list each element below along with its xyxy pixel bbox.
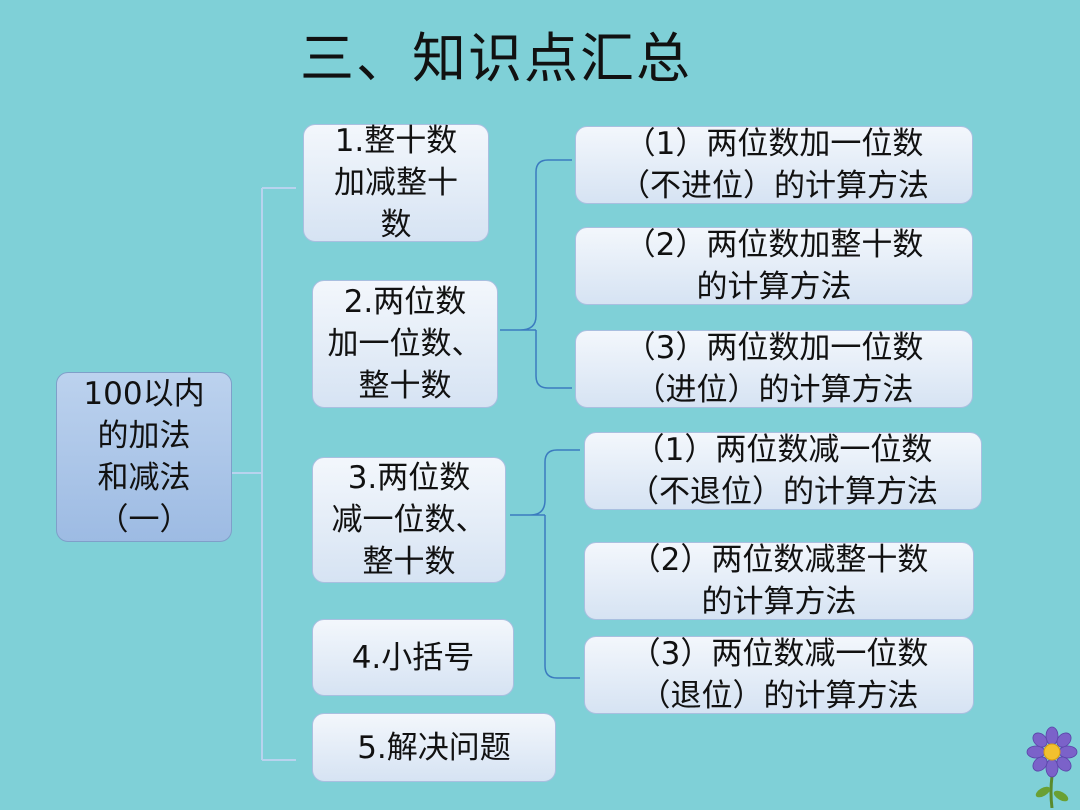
topic-node-5: 5.解决问题 bbox=[312, 713, 556, 782]
subtraction-method-3: （3）两位数减一位数 （退位）的计算方法 bbox=[584, 636, 974, 714]
root-connector bbox=[232, 187, 296, 761]
topic-node-2: 2.两位数 加一位数、 整十数 bbox=[312, 280, 498, 408]
subtraction-bracket bbox=[510, 449, 580, 679]
page-title: 三、知识点汇总 bbox=[300, 27, 692, 90]
addition-bracket bbox=[500, 159, 572, 389]
subtraction-method-2: （2）两位数减整十数 的计算方法 bbox=[584, 542, 974, 620]
flower-icon bbox=[1026, 726, 1078, 808]
root-node: 100以内 的加法 和减法 （一） bbox=[56, 372, 232, 542]
topic-node-1: 1.整十数 加减整十 数 bbox=[303, 123, 489, 243]
addition-method-1: （1）两位数加一位数 （不进位）的计算方法 bbox=[575, 126, 973, 204]
topic-node-4: 4.小括号 bbox=[312, 619, 514, 696]
addition-method-2: （2）两位数加整十数 的计算方法 bbox=[575, 227, 973, 305]
subtraction-method-1: （1）两位数减一位数 （不退位）的计算方法 bbox=[584, 432, 982, 510]
topic-node-3: 3.两位数 减一位数、 整十数 bbox=[312, 457, 506, 583]
addition-method-3: （3）两位数加一位数 （进位）的计算方法 bbox=[575, 330, 973, 408]
